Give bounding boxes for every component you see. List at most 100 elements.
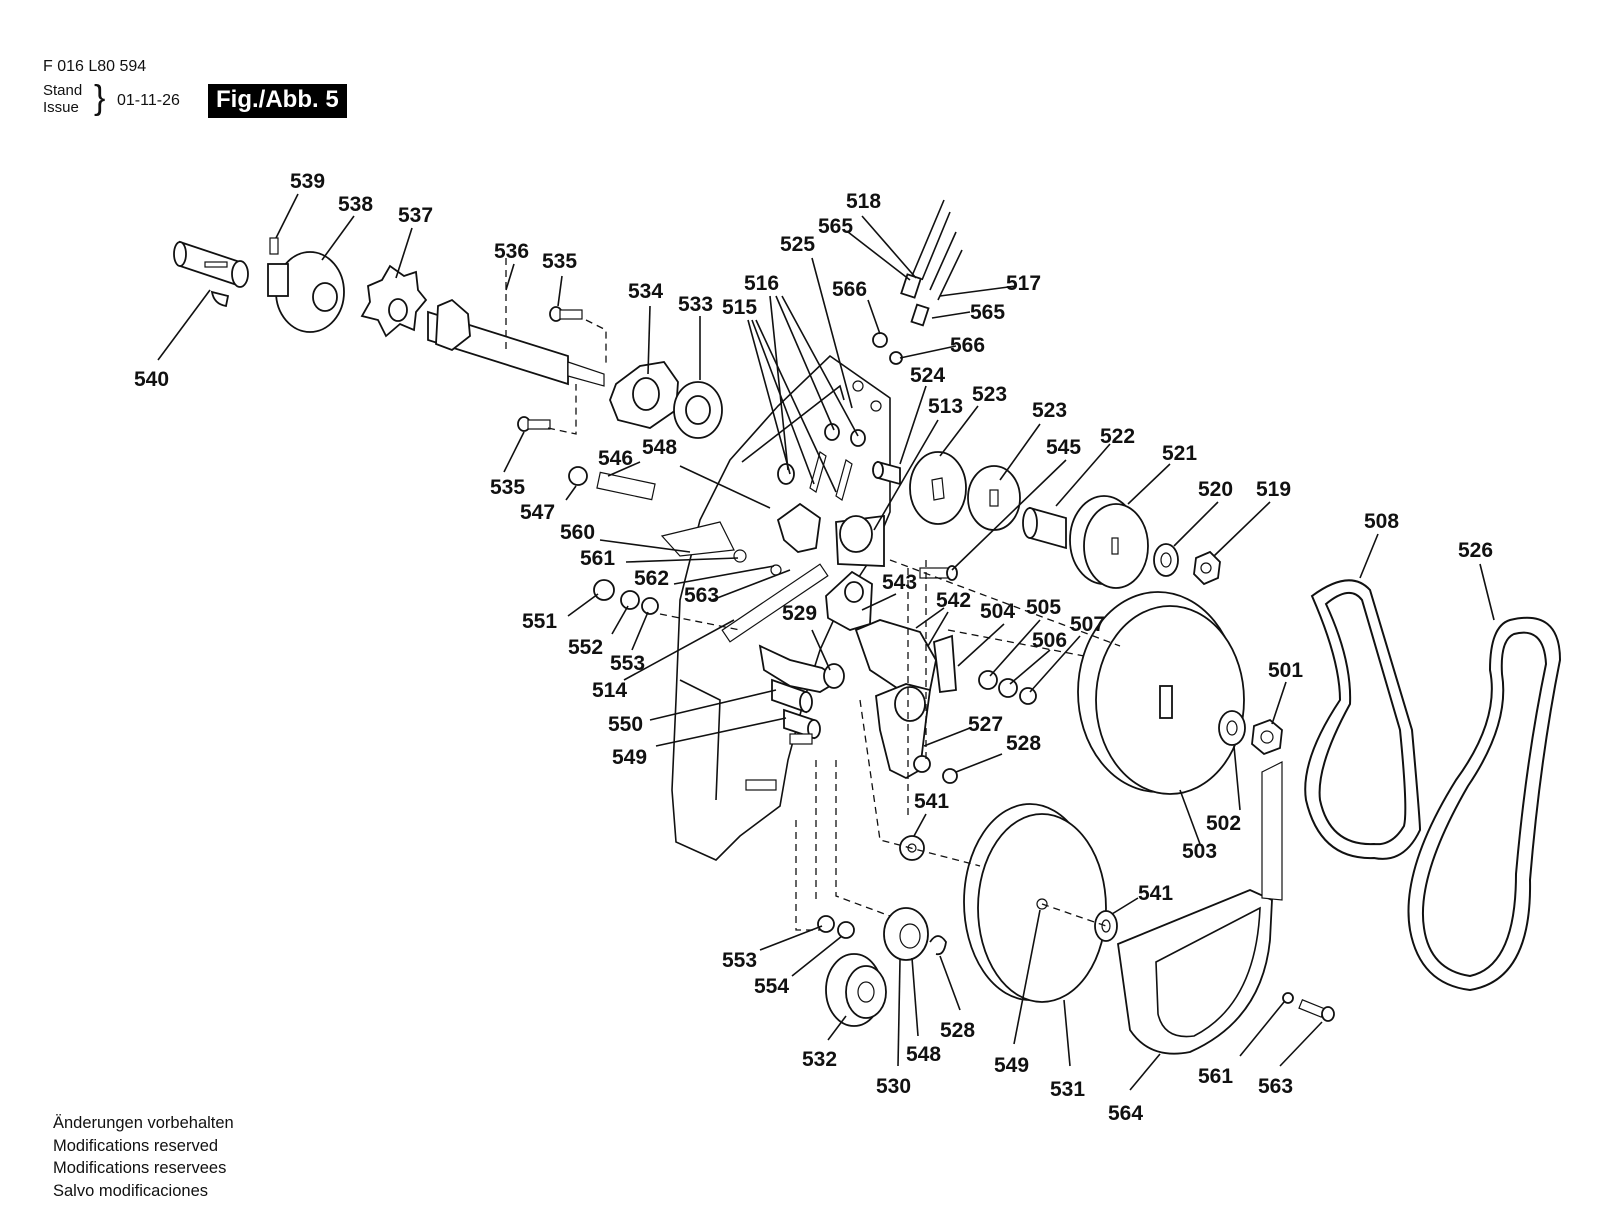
notice-fr: Modifications reservees xyxy=(53,1159,227,1177)
label-542: 542 xyxy=(936,589,971,612)
label-525: 525 xyxy=(780,233,815,256)
spring-514 xyxy=(721,563,829,643)
label-535-bottom: 535 xyxy=(490,476,525,499)
label-550: 550 xyxy=(608,713,643,736)
idler-bracket-513 xyxy=(835,514,885,567)
label-551: 551 xyxy=(522,610,557,633)
label-562: 562 xyxy=(634,567,669,590)
label-533: 533 xyxy=(678,293,713,316)
label-519: 519 xyxy=(1256,478,1291,501)
brace-glyph: } xyxy=(94,79,106,117)
part-number-labels: 539 538 537 540 536 535 535 534 533 515 … xyxy=(134,170,1493,1125)
document-number: F 016 L80 594 xyxy=(43,58,147,75)
label-515: 515 xyxy=(722,296,757,319)
washer-520 xyxy=(1153,543,1179,577)
label-561-left: 561 xyxy=(580,547,615,570)
issue-date: 01-11-26 xyxy=(117,92,180,109)
label-501: 501 xyxy=(1268,659,1303,682)
tension-lever-548 xyxy=(776,502,821,553)
label-518: 518 xyxy=(846,190,881,213)
notice-en: Modifications reserved xyxy=(53,1136,219,1155)
label-531: 531 xyxy=(1050,1078,1085,1101)
label-535-top: 535 xyxy=(542,250,577,273)
drive-shaft-536 xyxy=(427,298,605,387)
label-522: 522 xyxy=(1100,425,1135,448)
notice-de: Änderungen vorbehalten xyxy=(53,1114,234,1132)
label-513: 513 xyxy=(928,395,963,418)
label-529: 529 xyxy=(782,602,817,625)
notice-es: Salvo modificaciones xyxy=(53,1181,208,1200)
bushing-524 xyxy=(872,460,901,486)
nut-501 xyxy=(1251,718,1283,756)
label-548-bottom: 548 xyxy=(906,1043,941,1066)
gear-530 xyxy=(883,907,929,961)
label-549-left: 549 xyxy=(612,746,647,769)
label-507: 507 xyxy=(1070,613,1105,636)
spring-546 xyxy=(568,466,656,501)
bracket-560 xyxy=(660,521,782,576)
label-553-bottom: 553 xyxy=(722,949,757,972)
label-532: 532 xyxy=(802,1048,837,1071)
label-505: 505 xyxy=(1026,596,1061,619)
pivot-543 xyxy=(825,570,873,631)
label-506: 506 xyxy=(1032,629,1067,652)
washers-504-507 xyxy=(978,670,1037,705)
label-523-b: 523 xyxy=(1032,399,1067,422)
label-540: 540 xyxy=(134,368,169,391)
label-524: 524 xyxy=(910,364,945,387)
label-545: 545 xyxy=(1046,436,1081,459)
springs-515 xyxy=(777,380,882,501)
clip-528 xyxy=(942,768,958,784)
rollers-550 xyxy=(771,678,821,740)
belt-526 xyxy=(1407,616,1562,992)
nut-519 xyxy=(1193,550,1221,586)
pulley-521 xyxy=(1069,495,1149,589)
bolt-563-right xyxy=(1282,992,1335,1022)
label-537: 537 xyxy=(398,204,433,227)
label-528-top: 528 xyxy=(1006,732,1041,755)
washers-551-553 xyxy=(593,579,659,615)
label-530: 530 xyxy=(876,1075,911,1098)
label-534: 534 xyxy=(628,280,663,303)
label-566-right: 566 xyxy=(950,334,985,357)
label-514: 514 xyxy=(592,679,627,702)
idler-arm-529 xyxy=(758,644,845,693)
modifications-notice: Änderungen vorbehalten Modifications res… xyxy=(53,1112,234,1202)
issue-label: Issue xyxy=(43,99,79,116)
label-541-left: 541 xyxy=(914,790,949,813)
label-543: 543 xyxy=(882,571,917,594)
label-563-left: 563 xyxy=(684,584,719,607)
label-508: 508 xyxy=(1364,510,1399,533)
bracket-542 xyxy=(854,619,957,694)
label-536: 536 xyxy=(494,240,529,263)
washer-541-b xyxy=(1094,910,1118,942)
label-521: 521 xyxy=(1162,442,1197,465)
belt-cover-564 xyxy=(1117,761,1283,1055)
label-541-right: 541 xyxy=(1138,882,1173,905)
label-528-bottom: 528 xyxy=(940,1019,975,1042)
label-553-top: 553 xyxy=(610,652,645,675)
label-561-right: 561 xyxy=(1198,1065,1233,1088)
coupling-538 xyxy=(267,237,345,333)
bearing-533 xyxy=(673,381,723,439)
label-549-bottom: 549 xyxy=(994,1054,1029,1077)
label-546: 546 xyxy=(598,447,633,470)
figure-label: Fig./Abb. 5 xyxy=(208,84,347,118)
label-547: 547 xyxy=(520,501,555,524)
label-516: 516 xyxy=(744,272,779,295)
clip-528-lower xyxy=(929,935,947,956)
label-517: 517 xyxy=(1006,272,1041,295)
disc-523-b xyxy=(967,465,1021,531)
label-552: 552 xyxy=(568,636,603,659)
pulley-531 xyxy=(963,803,1107,1003)
label-560: 560 xyxy=(560,521,595,544)
label-554: 554 xyxy=(754,975,789,998)
label-523-a: 523 xyxy=(972,383,1007,406)
label-539: 539 xyxy=(290,170,325,193)
label-565-right: 565 xyxy=(970,301,1005,324)
cable-assembly-517 xyxy=(872,199,963,365)
disc-523-a xyxy=(909,451,967,525)
pulley-bracket-527 xyxy=(875,683,931,780)
key-540 xyxy=(210,290,230,308)
label-538: 538 xyxy=(338,193,373,216)
